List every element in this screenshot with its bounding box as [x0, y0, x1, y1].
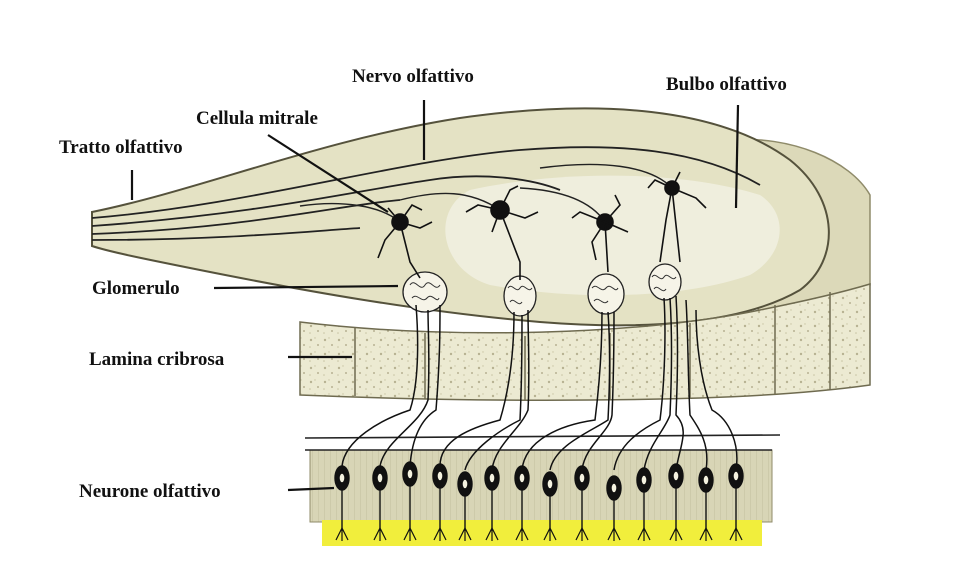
epithelium-boundary	[305, 435, 780, 450]
label-nervo-olfattivo: Nervo olfattivo	[352, 66, 474, 87]
label-tratto-olfattivo: Tratto olfattivo	[59, 137, 183, 158]
label-lamina-cribrosa: Lamina cribrosa	[89, 349, 225, 370]
label-cellula-mitrale: Cellula mitrale	[196, 108, 318, 129]
label-glomerulo: Glomerulo	[92, 278, 180, 299]
mucus-layer	[322, 520, 762, 546]
label-neurone-olfattivo: Neurone olfattivo	[79, 481, 221, 502]
label-bulbo-olfattivo: Bulbo olfattivo	[666, 74, 787, 95]
